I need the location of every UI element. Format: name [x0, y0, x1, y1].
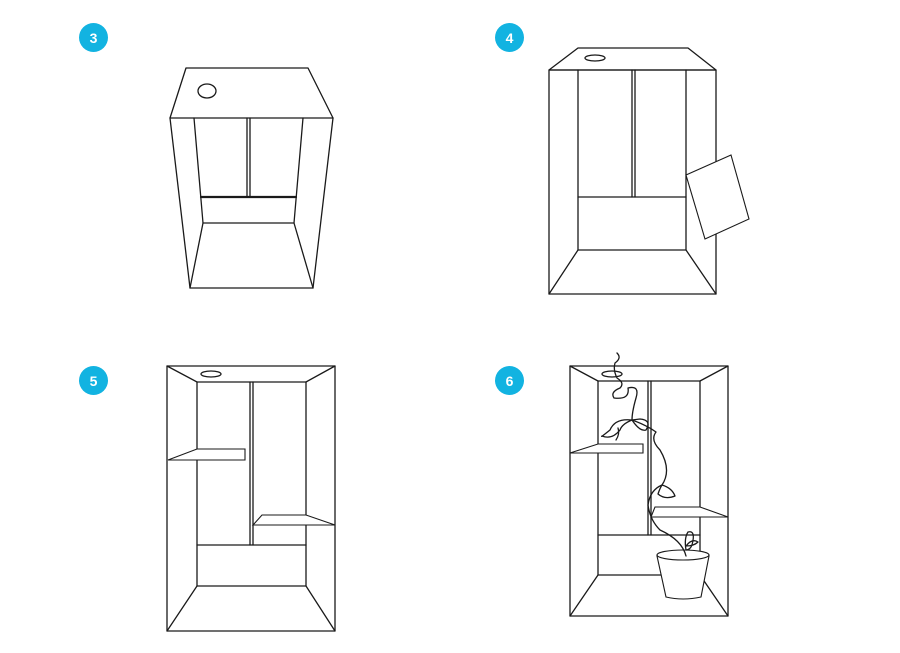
step-4-box-illustration	[548, 47, 750, 295]
shelf	[569, 443, 644, 454]
step-badge-3: 3	[79, 23, 108, 52]
back-panel	[685, 154, 750, 240]
plant-pot	[656, 549, 710, 600]
step-badge-6: 6	[495, 366, 524, 395]
step-6-box-illustration	[569, 352, 729, 617]
step-5-box-illustration	[166, 365, 336, 632]
step-badge-4: 4	[495, 23, 524, 52]
step-3-box-illustration	[169, 67, 334, 289]
step-badge-5: 5	[79, 366, 108, 395]
shelf	[251, 514, 336, 526]
climbing-plant	[601, 352, 699, 557]
shelf	[650, 506, 729, 518]
step-number: 3	[89, 29, 98, 46]
step-number: 5	[89, 372, 98, 389]
step-number: 6	[505, 372, 514, 389]
shelf	[167, 448, 246, 461]
step-number: 4	[505, 29, 514, 46]
